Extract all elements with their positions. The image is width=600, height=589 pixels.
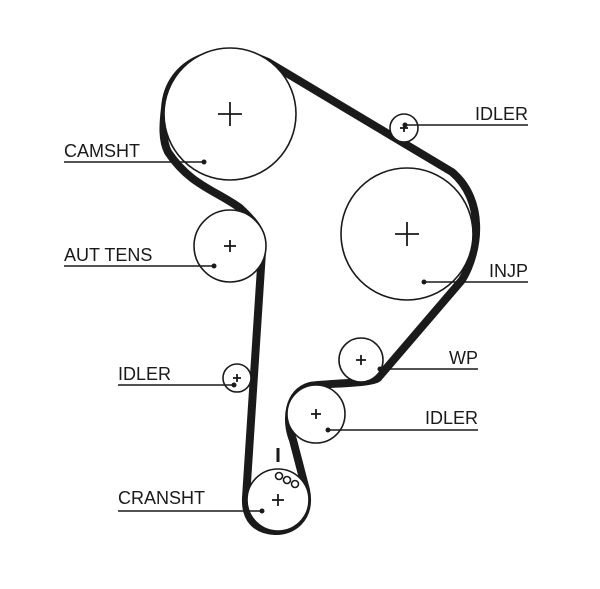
label-crankshaft: CRANSHT (118, 488, 205, 508)
label-idler-lower: IDLER (425, 408, 478, 428)
idler-top-pulley (389, 113, 419, 143)
leader-idler-lower (325, 427, 478, 433)
leader-idler-left (118, 382, 237, 388)
injection-pump-pulley (340, 167, 474, 301)
leader-water-pump (377, 366, 478, 372)
leader-camshaft (64, 159, 207, 165)
crank-timing-hole (274, 471, 284, 481)
label-idler-top: IDLER (475, 104, 528, 124)
crank-timing-hole (290, 479, 300, 489)
label-injection-pump: INJP (489, 261, 528, 281)
label-camshaft: CAMSHT (64, 141, 140, 161)
leader-idler-top (402, 122, 528, 128)
water-pump-pulley (338, 337, 384, 383)
idler-left-pulley (222, 363, 252, 393)
label-water-pump: WP (449, 348, 478, 368)
leader-crankshaft (118, 508, 265, 514)
auto-tensioner-pulley (193, 209, 267, 283)
leader-injection-pump (421, 279, 528, 285)
idler-lower-pulley (286, 384, 346, 444)
crank-timing-hole (282, 475, 292, 485)
label-auto-tensioner: AUT TENS (64, 245, 152, 265)
label-idler-left: IDLER (118, 364, 171, 384)
crankshaft-pulley (246, 448, 310, 532)
leader-auto-tensioner (64, 263, 217, 269)
camshaft-pulley (163, 47, 297, 181)
